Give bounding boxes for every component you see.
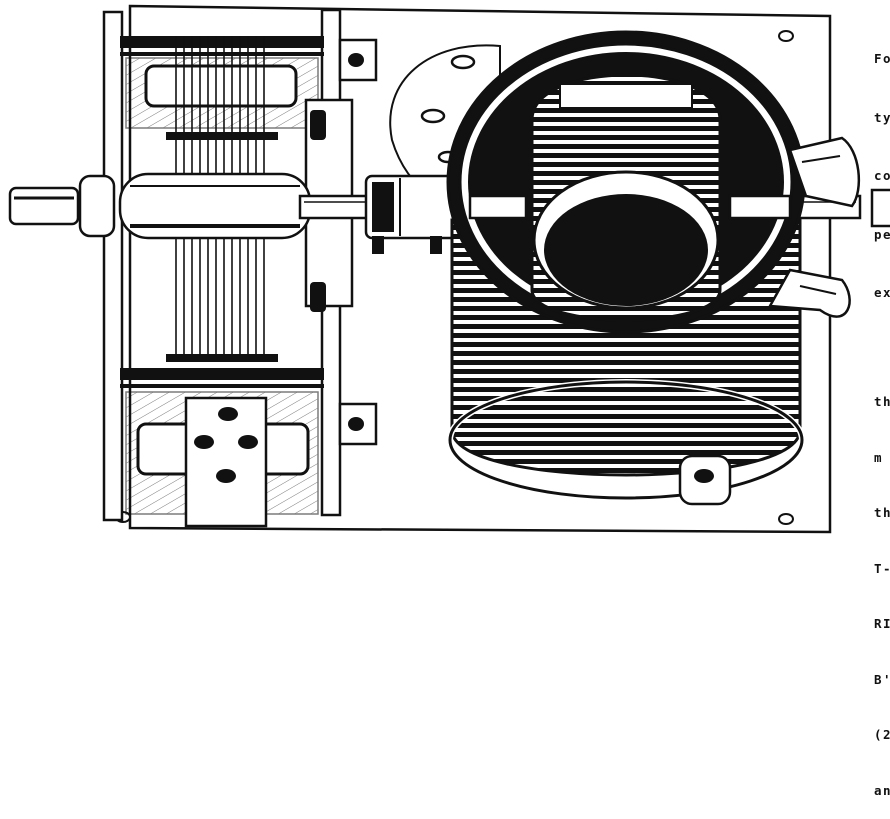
side-text-line: pe xyxy=(874,226,890,242)
side-text-line: ty xyxy=(874,109,890,125)
capacitor-coil-illustration xyxy=(8,4,890,534)
side-text-line: co xyxy=(874,168,890,183)
side-text-line: B' xyxy=(874,671,890,687)
side-text-line: (2 xyxy=(874,727,890,742)
capacitor-plates xyxy=(175,36,265,360)
side-text-line: th xyxy=(874,394,890,409)
coil-assembly xyxy=(446,30,806,506)
spring-clip-bracket xyxy=(767,136,861,318)
side-text-line: Fo xyxy=(874,51,890,66)
side-text-line: RI xyxy=(874,616,890,631)
side-text-line: an xyxy=(874,782,890,798)
side-text-bottom: th m th T- RI B' (2 an xyxy=(874,356,890,819)
side-text-line: m xyxy=(874,449,884,465)
side-text-line: th xyxy=(874,505,890,520)
side-text-top: Fo ty co pe ex xyxy=(874,10,890,322)
side-text-line: ex xyxy=(874,285,890,300)
side-text-line: T- xyxy=(874,560,890,576)
